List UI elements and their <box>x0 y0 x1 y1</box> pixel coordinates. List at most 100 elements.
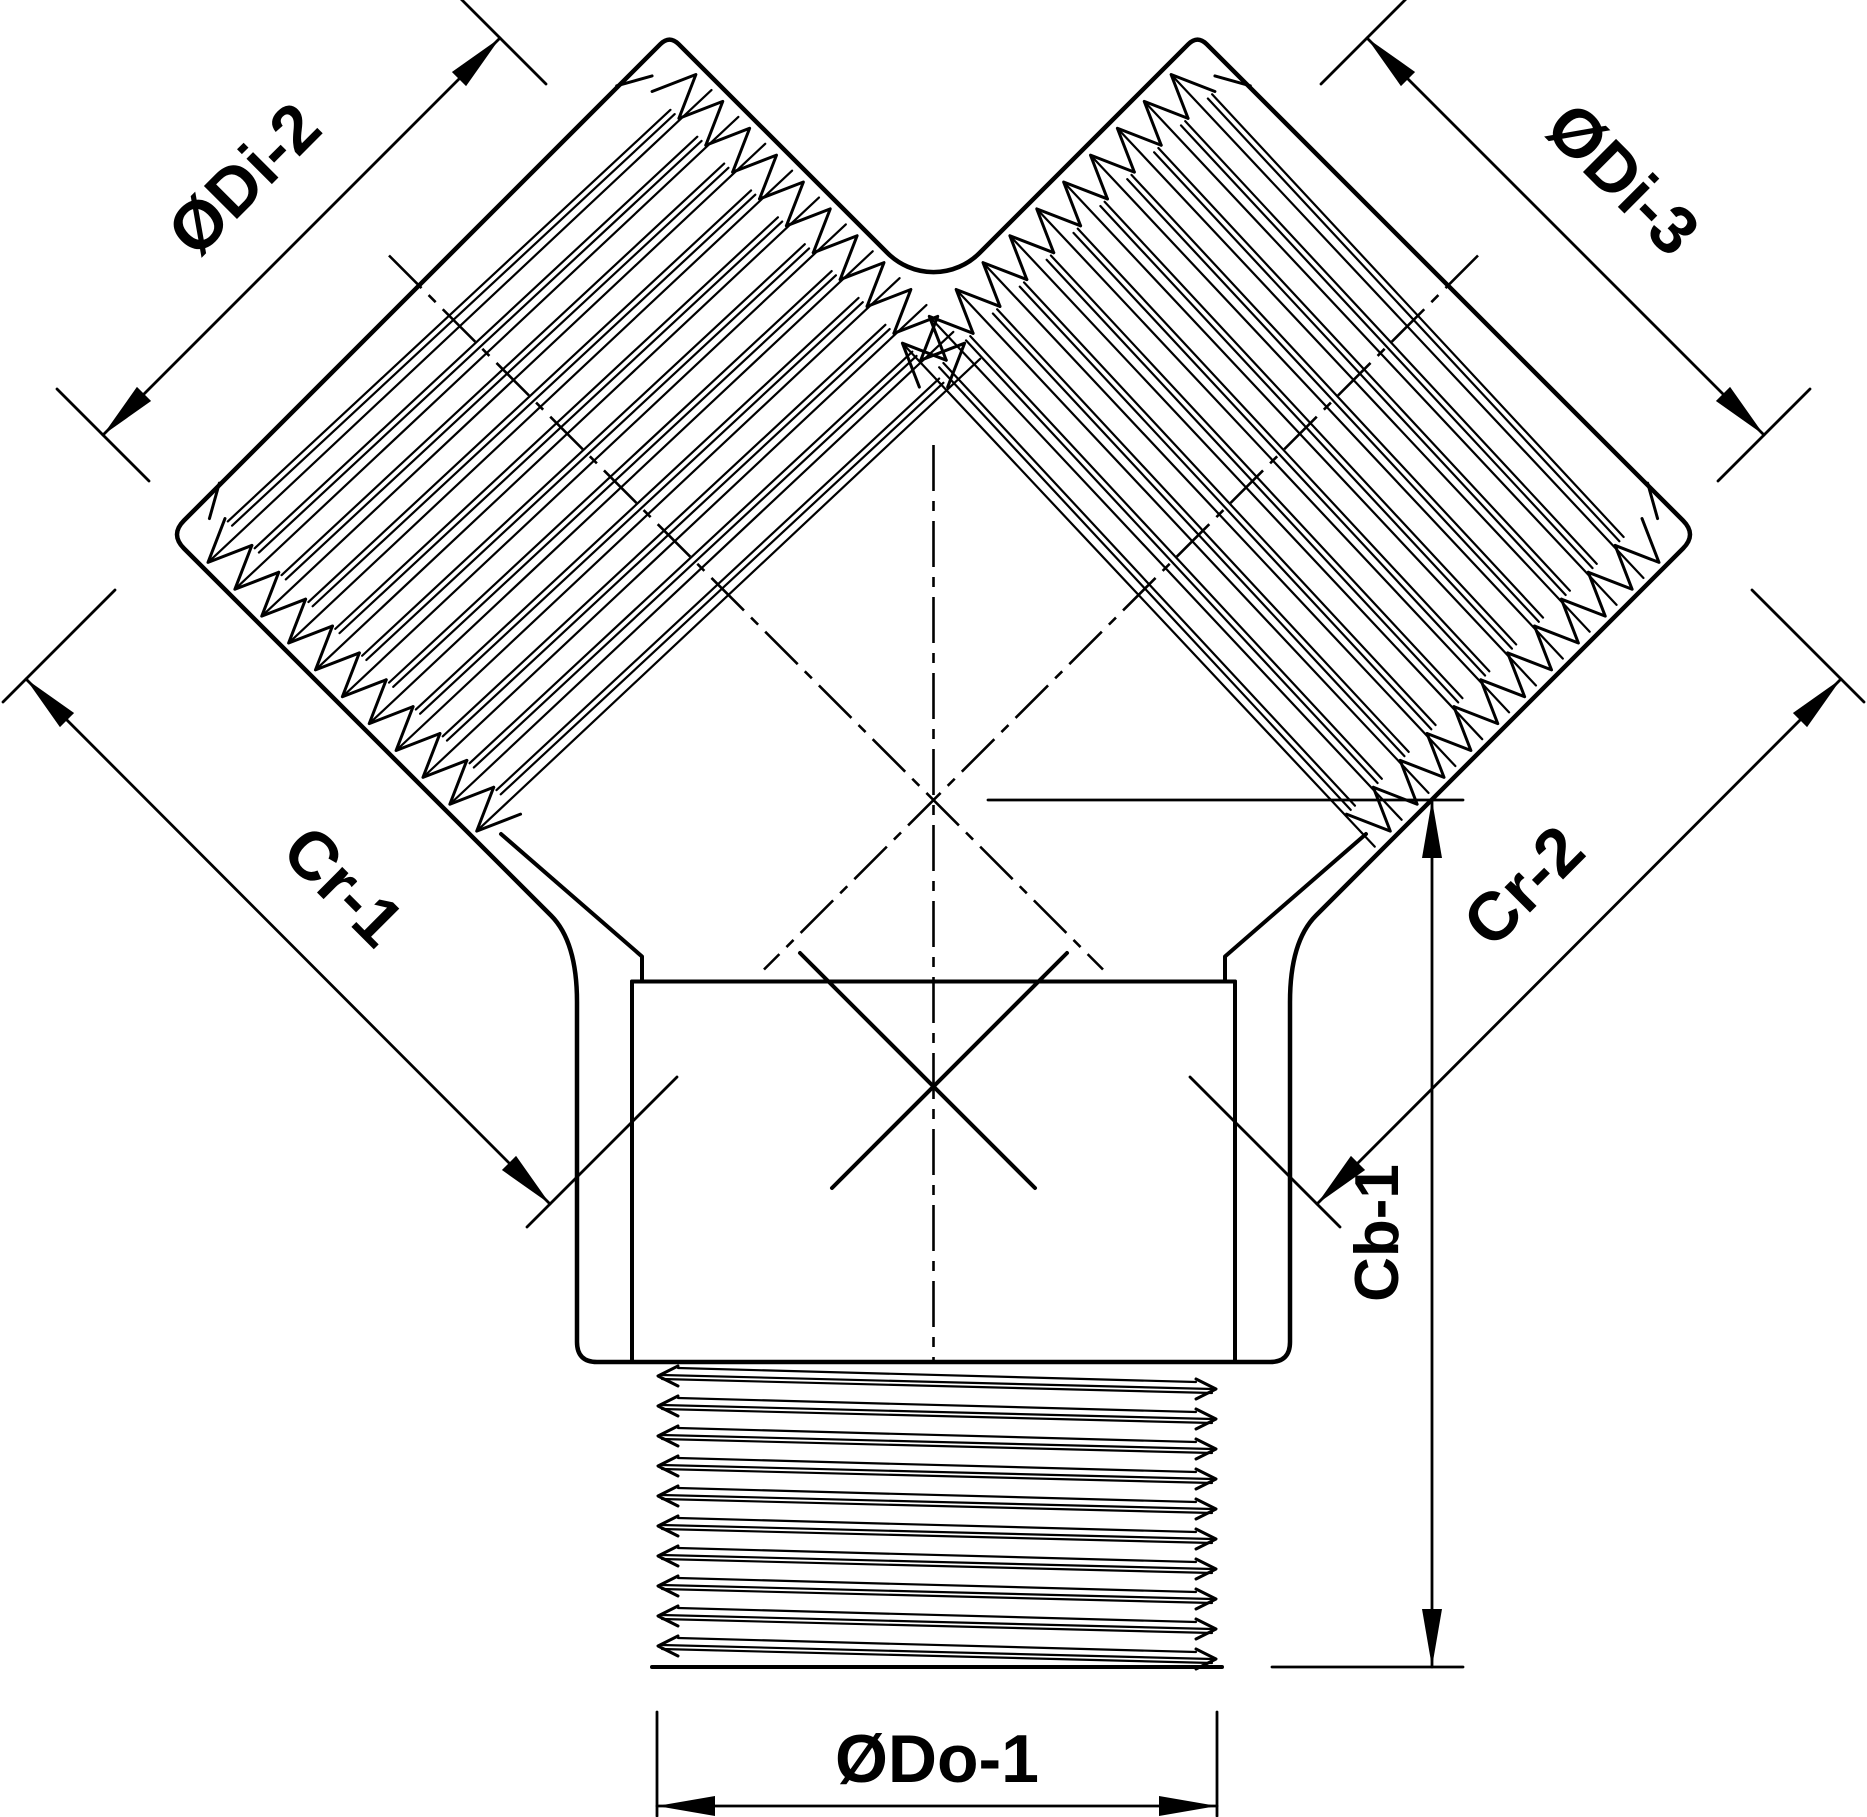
dim-label-cr1: Cr-1 <box>268 811 418 961</box>
thread-crest-line <box>1072 231 1487 677</box>
male-thread-tooth-left <box>656 1424 680 1448</box>
dimension-cb1: Cb-1 <box>986 798 1465 1669</box>
male-thread-tooth-left <box>656 1454 680 1478</box>
cr1-extension-line-top <box>1 588 117 704</box>
thread-crest-line <box>1022 281 1437 727</box>
thread-tooth <box>758 180 805 228</box>
dimension-arrowhead <box>103 386 152 435</box>
male-thread-tooth-right <box>1194 1647 1218 1671</box>
thread-crest-line <box>468 350 914 765</box>
thread-crest-line <box>361 243 806 657</box>
thread-tooth <box>1344 785 1392 833</box>
male-thread-tooth-right <box>1194 1437 1218 1461</box>
dimension-arrowhead <box>1367 38 1416 87</box>
thread-chamfer <box>615 74 654 88</box>
dimension-arrowhead <box>501 1155 550 1204</box>
thread-tooth <box>677 99 725 147</box>
male-thread-tooth-left <box>656 1574 680 1598</box>
thread-tooth <box>784 207 832 255</box>
thread-tooth <box>811 234 859 282</box>
dimension-arrowhead <box>1317 1155 1366 1204</box>
cr2-extension-line-bottom <box>1188 1075 1342 1229</box>
dimension-arrowhead <box>1422 800 1442 858</box>
dim-label-do1: ØDo-1 <box>835 1721 1039 1797</box>
di2-dimension-line <box>101 36 502 437</box>
male-thread-root-line <box>676 1486 1198 1504</box>
male-thread-crest-line <box>660 1463 1214 1481</box>
male-thread-crest-line <box>660 1587 1214 1605</box>
male-thread-tooth-left <box>656 1484 680 1508</box>
dimension-arrowhead <box>1715 386 1764 435</box>
male-thread-crest-line <box>660 1403 1214 1421</box>
male-thread-tooth-right <box>1194 1497 1218 1521</box>
thread-crest-line <box>1076 227 1491 673</box>
thread-crest-line <box>1179 124 1594 570</box>
male-thread-crest-line <box>660 1523 1214 1541</box>
thread-tooth <box>838 261 886 308</box>
thread-tooth <box>892 314 940 362</box>
fitting-outer-profile <box>174 37 1693 1365</box>
male-thread-tooth-left <box>656 1364 680 1388</box>
left-branch-tube-wall <box>499 832 644 984</box>
thread-crest-line <box>257 139 703 554</box>
male-thread-tooth-right <box>1194 1527 1218 1551</box>
male-thread-root-line <box>676 1426 1198 1444</box>
male-thread-root-line <box>676 1636 1198 1654</box>
thread-tooth <box>1398 732 1446 779</box>
internal-bore-edge-right <box>830 951 1069 1190</box>
thread-crest-line <box>253 135 699 550</box>
thread-tooth <box>1559 570 1607 618</box>
dimension-arrowhead <box>1159 1796 1217 1816</box>
thread-crest-line <box>1130 173 1545 619</box>
male-thread-root-line <box>676 1456 1198 1474</box>
thread-tooth <box>1533 597 1580 645</box>
male-thread-tooth-right <box>1194 1587 1218 1611</box>
thread-chamfer <box>1213 74 1252 88</box>
thread-crest-line <box>969 335 1383 780</box>
di3-dimension-line <box>1365 36 1766 437</box>
dim-label-di2: ØDi-2 <box>153 88 335 270</box>
thread-chamfer <box>1646 481 1660 521</box>
cr2-extension-line-top <box>1750 588 1866 704</box>
thread-tooth <box>704 126 752 174</box>
male-thread-root-line <box>676 1576 1198 1594</box>
male-thread-tooth-right <box>1194 1467 1218 1491</box>
thread-crest-line <box>1126 178 1540 623</box>
male-thread-tooth-left <box>656 1514 680 1538</box>
centerlines <box>388 254 1479 1362</box>
thread-tooth <box>1371 758 1419 806</box>
male-thread-crest-line <box>660 1553 1214 1571</box>
male-thread-crest-line <box>660 1557 1214 1575</box>
dim-label-cr2: Cr-2 <box>1449 811 1599 961</box>
thread-crest-line <box>419 301 864 715</box>
thread-tooth <box>1613 517 1661 564</box>
male-thread-tooth-right <box>1194 1617 1218 1641</box>
male-thread-crest-line <box>660 1527 1214 1545</box>
male-thread-crest-line <box>660 1433 1214 1451</box>
male-thread-root-line <box>676 1546 1198 1564</box>
male-thread-crest-line <box>660 1497 1214 1515</box>
dim-label-cb1: Cb-1 <box>1343 1164 1412 1302</box>
cr1-dimension-line <box>24 677 552 1206</box>
male-thread-crest-line <box>660 1373 1214 1391</box>
male-thread-root-line <box>676 1516 1198 1534</box>
male-thread-crest-line <box>660 1583 1214 1601</box>
male-thread-root-line <box>676 1366 1198 1384</box>
dimension-arrowhead <box>1792 679 1841 728</box>
male-thread-crest-line <box>660 1647 1214 1665</box>
thread-tooth <box>1506 624 1554 672</box>
thread-crest-line <box>964 339 1379 785</box>
male-thread-crest-line <box>660 1617 1214 1635</box>
bottom-male-thread <box>656 1364 1218 1671</box>
male-thread-tooth-left <box>656 1604 680 1628</box>
male-thread-crest-line <box>660 1643 1214 1661</box>
thread-crest-line <box>1018 285 1433 731</box>
dimension-arrowhead <box>1422 1609 1442 1667</box>
thread-crest-line <box>307 189 753 604</box>
thread-tooth <box>731 153 779 201</box>
male-thread-crest-line <box>660 1613 1214 1631</box>
male-thread-crest-line <box>660 1493 1214 1511</box>
thread-chamfer <box>207 481 221 521</box>
male-thread-root-line <box>676 1396 1198 1414</box>
